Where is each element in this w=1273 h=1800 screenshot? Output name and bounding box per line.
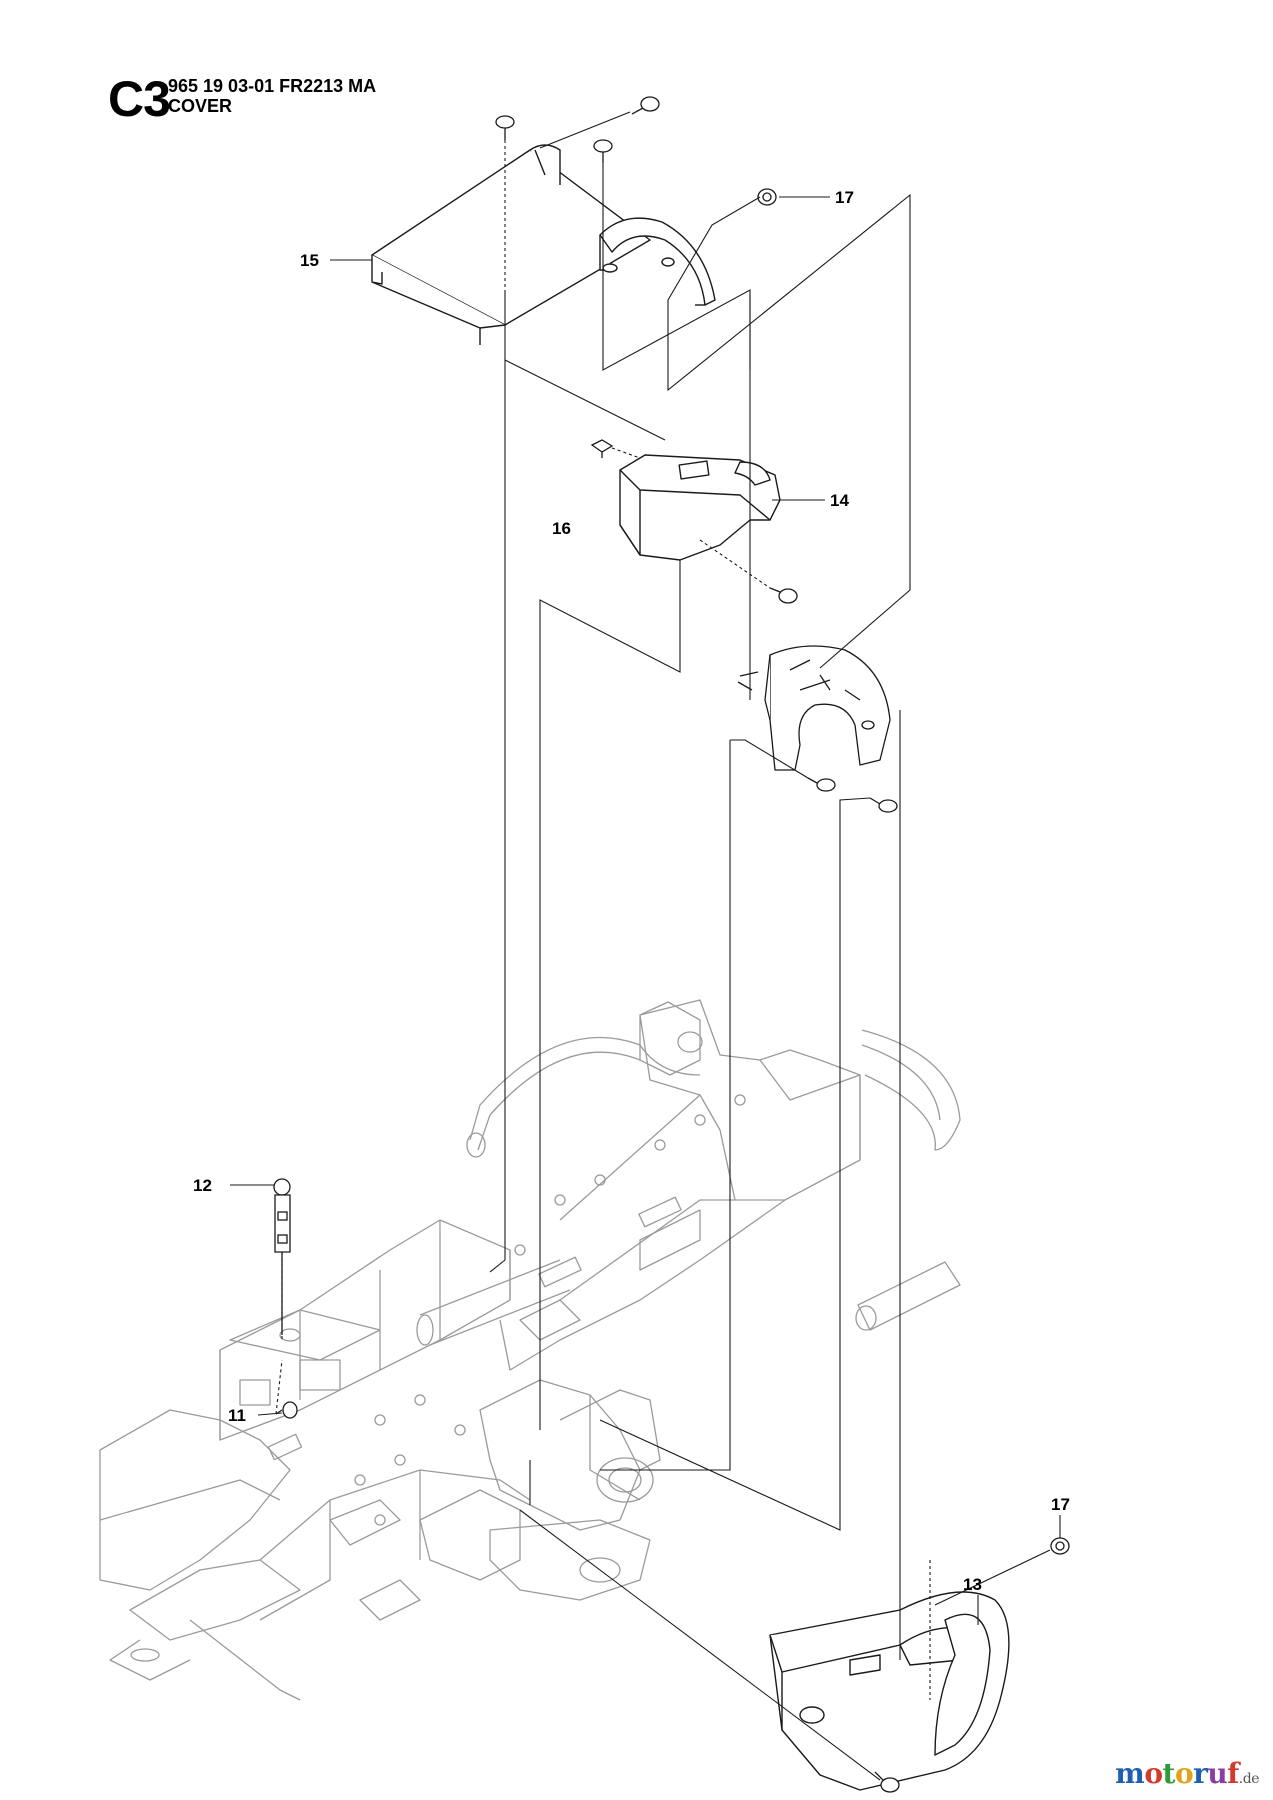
screw-13 [874,1771,900,1793]
rear-saddle-bracket [737,645,891,771]
screw-14 [769,587,798,604]
callout-14: 14 [830,491,849,510]
wm-letter-f: f [1227,1757,1239,1790]
part-title: COVER [168,96,233,116]
callout-16: 16 [552,519,571,538]
callout-17-bottom: 17 [1051,1495,1070,1514]
section-code: C3 [108,71,171,127]
callout-11: 11 [228,1406,246,1425]
callout-12: 12 [193,1176,212,1195]
nut-17-bottom [1050,1537,1070,1555]
part-12-tag [273,1178,291,1335]
part-15-top-cover [371,144,716,345]
callout-17-top: 17 [835,188,854,207]
part-16-clip [590,439,614,458]
wm-letter-t: t [1162,1757,1176,1790]
wm-letter-r: r [1193,1757,1208,1790]
header-text: 965 19 03-01 FR2213 MA COVER [168,76,376,116]
tractor-frame [99,999,961,1701]
assembly-guide-lines [275,111,1051,1781]
wm-letter-m: m [1115,1757,1145,1790]
callout-labels: 15 17 14 16 12 11 13 17 [193,188,1070,1594]
screw-top-left [495,115,515,140]
wm-letter-u: u [1207,1757,1228,1790]
callout-leaders [230,196,1061,1625]
wm-tld: .de [1238,1771,1260,1787]
callout-13: 13 [963,1575,982,1594]
nut-17-top [757,188,777,206]
screw-top-right [631,96,660,115]
bolt-bracket-left [807,777,836,792]
motoruf-watermark: motoruf.de [1115,1757,1259,1790]
part-number: 965 19 03-01 FR2213 MA [168,76,377,96]
fasteners [495,96,1070,1793]
part-14-middle-cover [619,454,781,561]
bolt-bracket-right [869,797,898,813]
part-13-side-shield [769,1591,1010,1791]
part-11-plug [275,1401,298,1419]
wm-letter-o2: o [1174,1757,1194,1790]
wm-letter-o: o [1144,1757,1163,1790]
callout-15: 15 [300,251,319,270]
screw-top-mid [593,139,613,163]
